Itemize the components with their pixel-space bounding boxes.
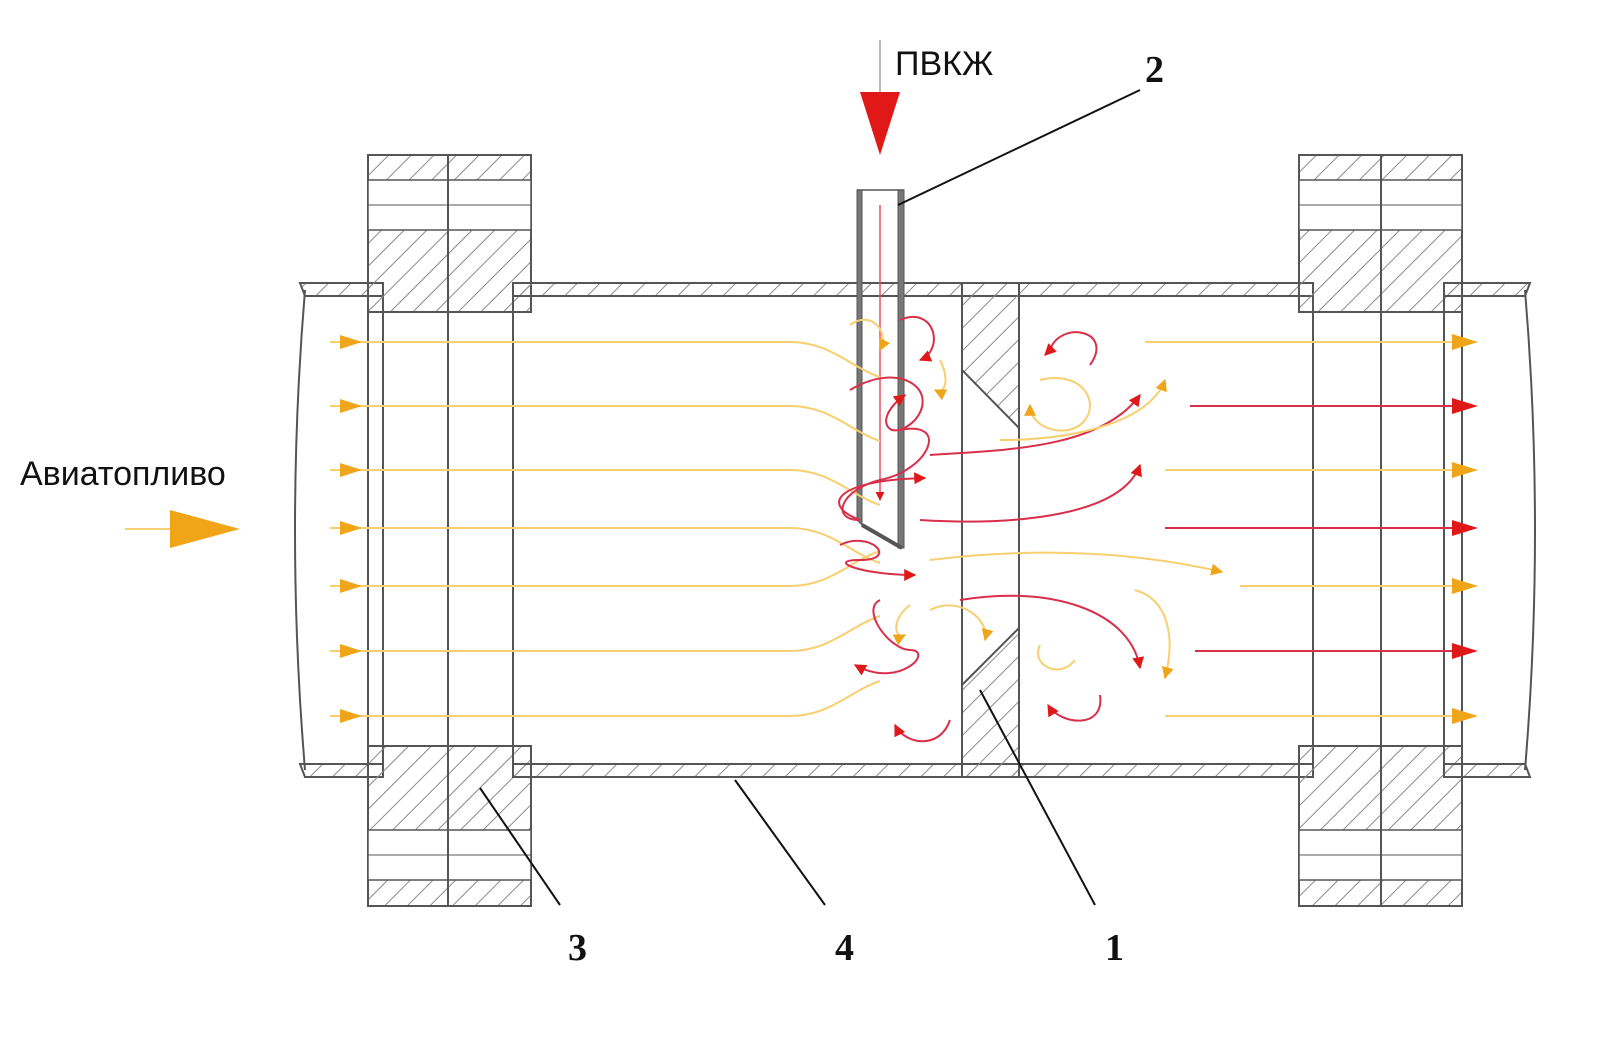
inflow-line bbox=[330, 469, 881, 506]
inflow-line bbox=[330, 550, 881, 587]
outflow-arrowhead bbox=[1452, 462, 1478, 478]
inflow-arrowhead bbox=[340, 579, 362, 593]
outflow-arrowhead bbox=[1452, 520, 1478, 536]
inflow-line bbox=[330, 615, 881, 652]
callout-4: 4 bbox=[835, 927, 854, 969]
mixing-swirls bbox=[838, 316, 1224, 743]
inflow-arrowhead bbox=[340, 463, 362, 477]
leader-lines bbox=[479, 89, 1141, 906]
inlet-pipe bbox=[294, 282, 384, 778]
additive-label: ПВКЖ bbox=[895, 45, 993, 83]
left-flange bbox=[367, 154, 532, 907]
inflow-line bbox=[330, 341, 881, 378]
inlet-label: Авиатопливо bbox=[20, 455, 226, 493]
injection-tube bbox=[856, 189, 905, 550]
outflow-arrowhead bbox=[1452, 578, 1478, 594]
additive-arrow bbox=[860, 40, 900, 155]
inflow-line bbox=[330, 680, 881, 717]
outflow-arrowhead bbox=[1452, 398, 1478, 414]
inflow-line bbox=[330, 405, 881, 442]
mixer-body-pipe bbox=[512, 282, 1314, 778]
inflow-arrowhead bbox=[340, 335, 362, 349]
callout-1: 1 bbox=[1105, 927, 1124, 969]
outflow-arrowhead bbox=[1452, 708, 1478, 724]
outflow-arrowhead bbox=[1452, 334, 1478, 350]
inflow-arrowhead bbox=[340, 399, 362, 413]
callout-2: 2 bbox=[1145, 49, 1164, 91]
inflow-line bbox=[330, 527, 881, 564]
outflow-arrowhead bbox=[1452, 643, 1478, 659]
baffle-plate bbox=[961, 282, 1020, 778]
outlet-pipe bbox=[1443, 282, 1536, 778]
right-flange bbox=[1298, 154, 1463, 907]
outlet-flow-lines bbox=[1145, 334, 1478, 724]
callout-3: 3 bbox=[568, 927, 587, 969]
fuel-inflow-lines bbox=[330, 335, 881, 723]
inflow-arrowhead bbox=[340, 521, 362, 535]
inflow-arrowhead bbox=[340, 644, 362, 658]
inflow-arrowhead bbox=[340, 709, 362, 723]
inlet-arrow bbox=[125, 510, 240, 548]
